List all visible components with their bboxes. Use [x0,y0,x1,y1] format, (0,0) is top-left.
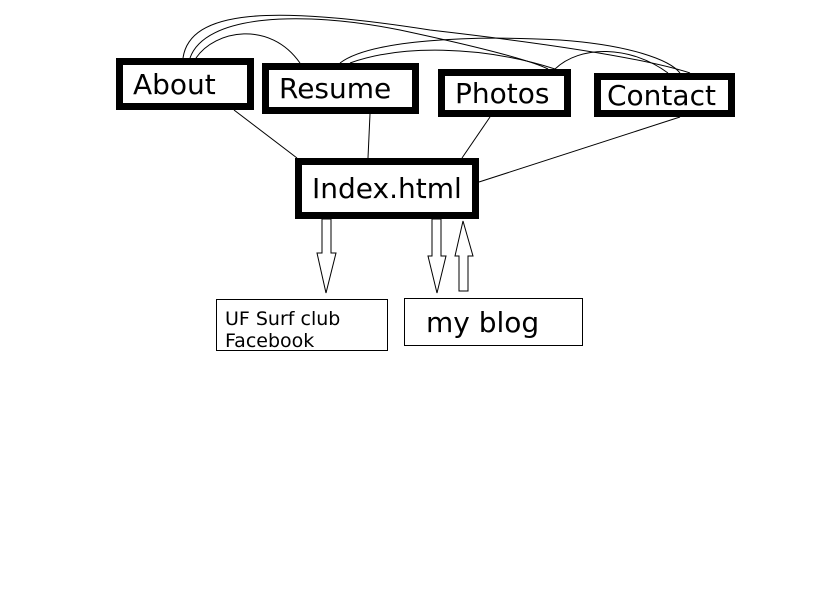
arrow-index-to-blog [427,218,447,294]
edge-index-contact [478,116,681,183]
node-facebook-label-line2: Facebook [225,330,315,352]
node-photos-label: Photos [455,76,550,110]
node-contact: Contact [594,73,735,117]
node-resume-label: Resume [279,72,392,105]
edge-resume-contact [339,37,681,74]
edge-index-resume [367,113,371,159]
node-photos: Photos [438,69,571,117]
node-facebook: UF Surf club Facebook [216,299,388,352]
node-blog-label: my blog [426,305,540,339]
edge-about-contact [182,14,691,74]
edge-photos-contact [554,51,669,74]
node-blog: my blog [404,298,583,346]
edge-index-photos [461,116,491,159]
arrow-blog-to-index [454,220,474,292]
node-index: Index.html [295,158,479,219]
node-resume: Resume [262,63,419,114]
node-about: About [116,58,254,110]
node-contact-label: Contact [607,78,716,112]
edge-resume-photos [349,49,556,70]
node-facebook-label-line1: UF Surf club [225,308,341,330]
edge-about-resume [195,33,301,64]
arrow-index-to-facebook [316,218,337,294]
node-index-label: Index.html [312,172,462,205]
edge-about-photos [189,18,549,70]
node-about-label: About [133,67,216,101]
edge-index-about [233,109,298,159]
